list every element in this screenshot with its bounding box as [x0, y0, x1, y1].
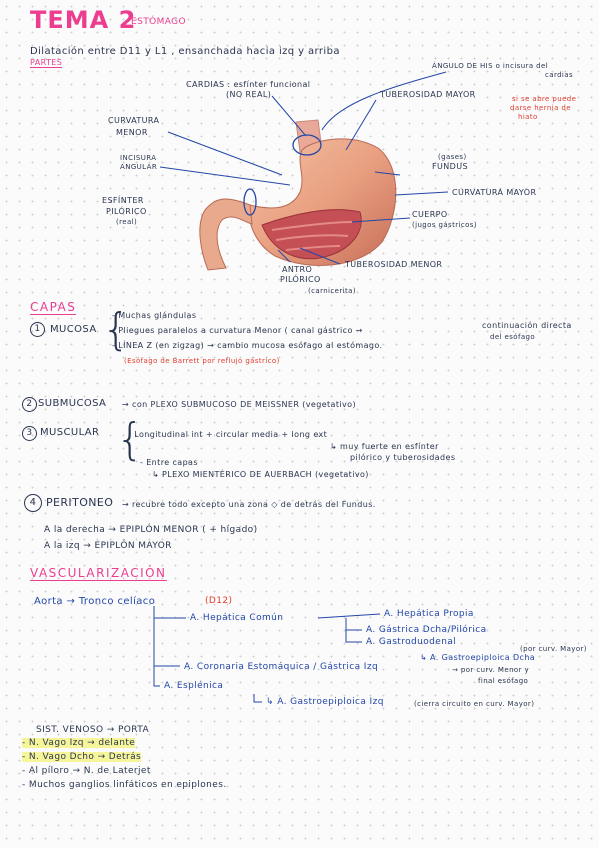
label-tuberosidad-menor: TUBEROSIDAD MENOR	[345, 260, 443, 269]
label-cuerpo: CUERPO	[412, 210, 448, 219]
submucosa-desc: → con PLEXO SUBMUCOSO DE MEISSNER (veget…	[122, 400, 356, 409]
gastrica-dcha: A. Gástrica Dcha/Pilórica	[366, 625, 487, 635]
label-antro: ANTRO	[282, 265, 313, 274]
gastroepiploica-izq: ↳ A. Gastroepiploica Izq	[266, 697, 384, 707]
mucosa-cont-2: del esófago	[490, 333, 536, 341]
mucosa-number: 1	[30, 322, 45, 337]
mucosa-item-1: - Muchas glándulas	[112, 311, 197, 320]
vasc-heading: VASCULARIZACIÓN	[30, 566, 167, 581]
label-esfinter-pilorico: ESFÍNTER	[102, 196, 144, 205]
label-curvatura-mayor: CURVATURA MAYOR	[452, 188, 537, 197]
peritoneo-title: PERITONEO	[46, 496, 114, 509]
barrett-note: (Esófago de Barrett por reflujo gástrico…	[124, 357, 280, 365]
peritoneo-number: 4	[24, 494, 42, 512]
muscular-item-1c: pilórico y tuberosidades	[350, 453, 456, 462]
label-curvatura-menor-2: MENOR	[116, 128, 148, 137]
venoso-line-4: - Al píloro → N. de Laterjet	[22, 766, 151, 776]
label-incisura-angular-2: ANGULAR	[120, 163, 158, 171]
page-title: TEMA 2	[30, 6, 137, 34]
muscular-item-2: - Entre capas	[140, 458, 198, 467]
aorta-line: Aorta → Tronco celíaco	[34, 596, 156, 607]
label-esfinter-pilorico-2: PILÓRICO	[106, 207, 147, 216]
venoso-line-3: - N. Vago Dcho → Detrás	[22, 752, 142, 762]
coronaria-note-2: final esófago	[478, 677, 529, 685]
mucosa-item-3: - LÍNEA Z (en zigzag) → cambio mucosa es…	[112, 341, 383, 350]
capas-heading: CAPAS	[30, 300, 77, 315]
muscular-title: MUSCULAR	[40, 427, 100, 438]
epiplon-menor-line: A la derecha → EPIPLÓN MENOR ( + hígado)	[44, 525, 258, 535]
hepatica-comun: A. Hepática Común	[190, 613, 284, 623]
esplenica: A. Esplénica	[164, 681, 224, 691]
label-fundus: FUNDUS	[432, 162, 468, 171]
label-angulo-his-2: cardias	[545, 71, 574, 79]
fundus-note: (gases)	[438, 153, 467, 161]
mucosa-brace: {	[102, 304, 131, 355]
muscular-brace: {	[116, 414, 145, 465]
d12-label: (D12)	[205, 596, 233, 606]
por-curv-mayor-note: (por curv. Mayor)	[520, 645, 587, 653]
gastroduodenal: A. Gastroduodenal	[366, 637, 457, 647]
hernia-note-2: darse hernia de	[510, 104, 571, 112]
label-tuberosidad-mayor: TUBEROSIDAD MAYOR	[380, 90, 476, 99]
venoso-line-5: - Muchos ganglios linfáticos en epiplone…	[22, 780, 227, 790]
mucosa-title: MUCOSA	[50, 324, 97, 335]
coronaria-note-1: → por curv. Menor y	[452, 666, 530, 674]
muscular-item-1b: ↳ muy fuerte en esfínter	[330, 442, 439, 451]
label-incisura-angular: INCISURA	[120, 154, 157, 162]
coronaria: A. Coronaria Estomáquica / Gástrica Izq	[184, 662, 379, 672]
partes-heading: PARTES	[30, 58, 63, 68]
hepatica-propia: A. Hepática Propia	[384, 609, 474, 619]
muscular-item-2b: ↳ PLEXO MIENTÉRICO DE AUERBACH (vegetati…	[152, 470, 369, 479]
venoso-line-2: - N. Vago Izq → delante	[22, 738, 136, 748]
label-esfinter-pilorico-3: (real)	[116, 218, 138, 226]
muscular-number: 3	[22, 426, 37, 441]
label-curvatura-menor: CURVATURA	[108, 116, 160, 125]
mucosa-cont: continuación directa	[482, 321, 572, 330]
mucosa-item-2: - Pliegues paralelos a curvatura Menor (…	[112, 326, 363, 335]
antro-note: (carnicerita)	[308, 287, 356, 295]
epiplon-mayor-line: A la izq → EPIPLÓN MAYOR	[44, 541, 172, 551]
submucosa-number: 2	[22, 397, 37, 412]
intro-text: Dilatación entre D11 y L1 , ensanchada h…	[30, 46, 340, 57]
cuerpo-note: (jugos gástricos)	[412, 221, 477, 229]
label-angulo-his: ÁNGULO DE HIS o incisura del	[432, 62, 549, 70]
label-cardias: CARDIAS : esfínter funcional	[186, 80, 311, 89]
cierra-note: (cierra circuito en curv. Mayor)	[414, 700, 535, 708]
label-antro-2: PILÓRICO	[280, 275, 321, 284]
hernia-note-1: si se abre puede	[512, 95, 577, 103]
submucosa-title: SUBMUCOSA	[38, 398, 107, 409]
label-cardias-2: (NO REAL)	[226, 90, 272, 99]
muscular-item-1: - Longitudinal int + circular media + lo…	[128, 430, 328, 439]
hernia-note-3: hiato	[518, 113, 538, 121]
gastroepiploica-dcha: ↳ A. Gastroepiploica Dcha	[420, 653, 536, 662]
venoso-line-1: SIST. VENOSO → PORTA	[36, 725, 150, 735]
page-subtitle: ESTÓMAGO	[131, 17, 187, 27]
peritoneo-desc: → recubre todo excepto una zona ◇ de det…	[122, 500, 376, 509]
